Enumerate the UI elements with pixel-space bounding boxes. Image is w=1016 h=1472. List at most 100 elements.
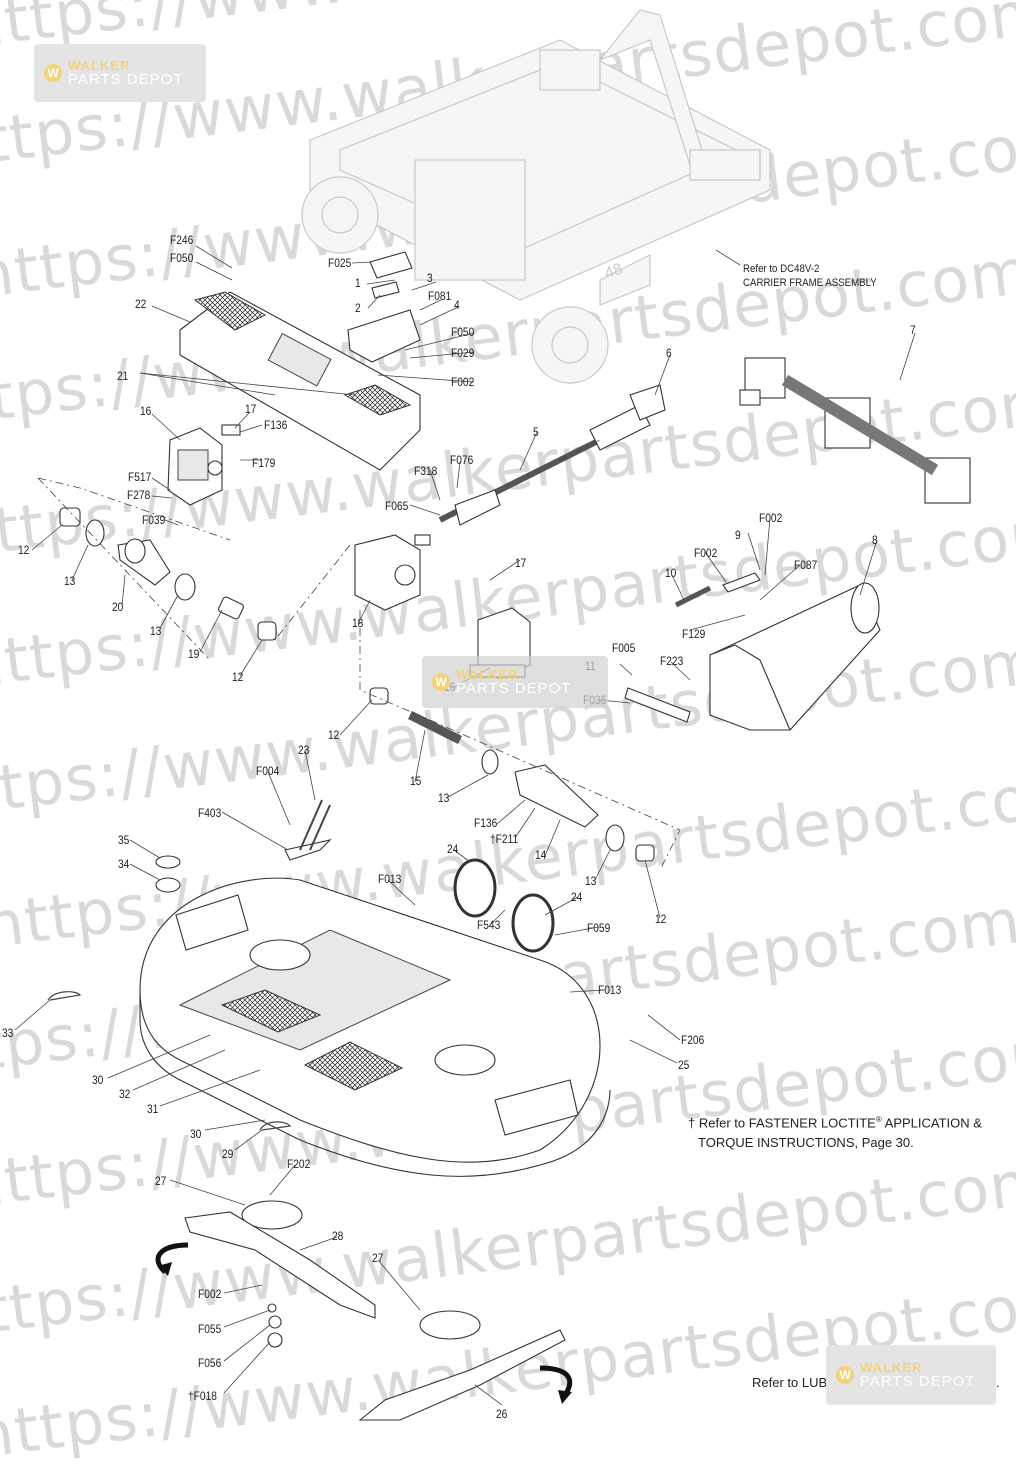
callout-label: F059 — [587, 921, 611, 935]
leader-line — [367, 294, 381, 309]
leader-line — [366, 279, 396, 285]
leader-line — [269, 1164, 296, 1196]
callout-label: F004 — [256, 764, 280, 778]
leader-line — [671, 574, 685, 601]
callout-label: 24 — [447, 842, 459, 856]
callout-label: 13 — [438, 791, 450, 805]
callout-label: 13 — [150, 624, 162, 638]
callout-label: 19 — [188, 647, 200, 661]
callout-label: 3 — [427, 271, 433, 285]
leader-line — [151, 477, 171, 491]
leader-line — [654, 354, 671, 396]
callout-label: F029 — [451, 346, 475, 360]
leader-line — [411, 281, 437, 291]
callout-label: F002 — [694, 546, 718, 560]
curved-arrow-icon — [155, 1242, 189, 1276]
leader-line — [223, 1341, 271, 1394]
leader-line — [195, 261, 233, 281]
leader-line — [519, 431, 538, 471]
callout-label: 12 — [232, 670, 244, 684]
leader-line — [151, 413, 181, 441]
callout-label: F002 — [198, 1287, 222, 1301]
leader-line — [409, 351, 475, 359]
leader-line — [169, 1179, 246, 1206]
leader-line — [132, 1049, 226, 1091]
carrier-frame-assembly — [301, 9, 771, 384]
leader-line — [859, 539, 878, 596]
leader-line — [489, 909, 506, 926]
leader-line — [414, 729, 426, 783]
leader-line — [107, 1034, 211, 1079]
leader-line — [239, 639, 263, 677]
leader-line — [377, 374, 475, 383]
leader-line — [151, 305, 191, 323]
callout-label: 1 — [355, 276, 361, 290]
leader-line — [234, 1129, 263, 1151]
leader-line — [129, 863, 161, 881]
leader-line — [619, 663, 633, 676]
callout-label: 33 — [2, 1026, 14, 1040]
gearbox-part-18 — [354, 534, 431, 611]
drive-shaft-part-5 — [438, 384, 666, 526]
spring-part-10 — [674, 572, 761, 608]
callout-label: F013 — [378, 872, 402, 886]
leader-line — [195, 245, 233, 269]
discharge-chute-part-8 — [709, 582, 881, 731]
mower-deck-part-30 — [139, 877, 611, 1177]
callout-label: F278 — [127, 488, 151, 502]
leader-line — [159, 594, 179, 629]
leader-line — [759, 564, 801, 601]
callout-label: 22 — [135, 297, 147, 311]
callout-label: F202 — [287, 1157, 311, 1171]
callout-label: 13 — [64, 574, 76, 588]
exploded-parts-diagram — [14, 9, 971, 1421]
leader-line — [204, 1119, 266, 1131]
callout-label: 23 — [298, 743, 310, 757]
walker-logo-icon: W — [836, 1366, 854, 1384]
leader-line — [239, 424, 263, 433]
callout-label: 26 — [496, 1407, 508, 1421]
leader-line — [223, 1309, 271, 1328]
leader-line — [899, 332, 916, 381]
callout-label: 14 — [535, 848, 547, 862]
leader-line — [199, 609, 223, 653]
callout-label: 32 — [119, 1087, 131, 1101]
callout-label: F179 — [252, 456, 276, 470]
callout-label: 6 — [666, 346, 672, 360]
leader-line — [647, 1014, 681, 1041]
leader-line — [689, 614, 746, 631]
pulley-part-24 — [453, 858, 555, 953]
leader-line — [409, 504, 441, 516]
callout-label: 30 — [92, 1073, 104, 1087]
walker-logo-icon: W — [432, 673, 450, 691]
callout-label: F005 — [612, 641, 636, 655]
gearbox-part-16 — [167, 424, 241, 506]
callout-label: 17 — [245, 402, 257, 416]
leader-line — [377, 1259, 421, 1311]
callout-label: 15 — [410, 774, 422, 788]
callout-label: F223 — [660, 654, 684, 668]
gearbox-assembly-part-7 — [739, 357, 971, 504]
callout-label: †F018 — [188, 1389, 217, 1403]
callout-label: F087 — [794, 558, 818, 572]
curved-arrow-icon — [539, 1365, 573, 1404]
callout-label: F076 — [450, 453, 474, 467]
leader-line — [234, 411, 251, 429]
leader-line — [447, 774, 489, 798]
leader-line — [267, 771, 291, 826]
callout-label: 34 — [118, 857, 130, 871]
callout-label: F065 — [385, 499, 409, 513]
callout-label: F013 — [598, 983, 622, 997]
dagger-symbol: † — [688, 1115, 696, 1131]
leader-line — [139, 372, 356, 396]
callout-label: F055 — [198, 1322, 222, 1336]
callout-label: F050 — [451, 325, 475, 339]
leader-line — [514, 807, 536, 839]
leader-line — [223, 1324, 271, 1362]
callout-label: F543 — [477, 918, 501, 932]
callout-label: 13 — [585, 874, 597, 888]
leader-line — [151, 495, 173, 499]
leader-line — [544, 819, 561, 857]
leader-line — [31, 524, 63, 551]
